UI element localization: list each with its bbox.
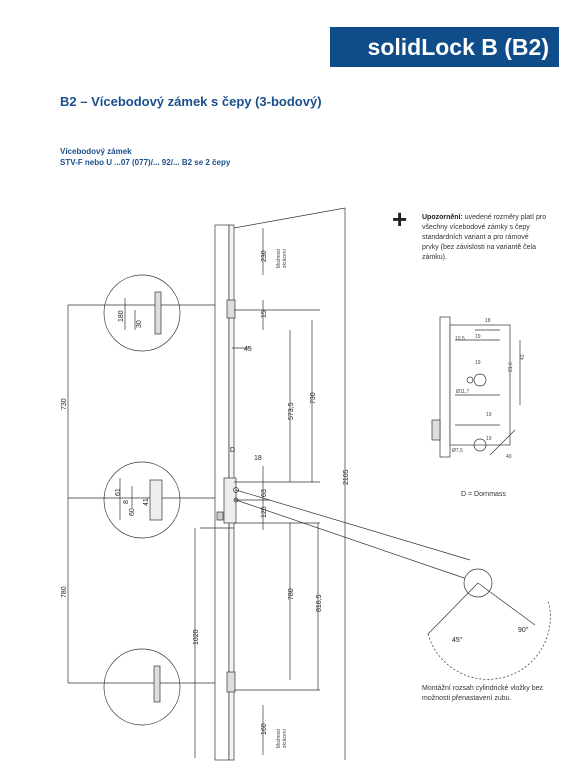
dim-730-left: 730 [61,398,68,410]
detail-21-6: 21,6 [508,362,514,372]
detail-circle-top [103,274,181,352]
dim-45: 45 [244,346,252,353]
angle-45: 45° [452,636,463,644]
warning-note: Upozornění: uvedené rozměry platí pro vš… [422,213,547,263]
dim-180: 180 [118,310,125,322]
dim-41: 41 [143,498,150,506]
detail-19d: 19 [486,436,492,442]
brand-banner: solidLock B (B2) [330,27,559,67]
dim-d: D [230,447,235,454]
dim-816: 816,5 [316,594,323,612]
dornmass-legend: D = Dornmass [461,491,506,498]
detail-circle-bottom [103,648,181,726]
dim-1020: 1020 [193,629,200,645]
dim-8: 8 [123,500,130,504]
cylinder-note: Montážní rozsah cylindrické vložky bez m… [422,685,543,702]
dim-230: 230 [261,250,268,262]
dim-780-left: 780 [61,586,68,598]
angle-90: 90° [518,626,529,634]
center-lock-body [223,477,237,524]
page-title: B2 – Vícebodový zámek s čepy (3-bodový) [60,94,322,109]
dim-2105: 2105 [343,469,350,485]
latch [216,511,224,521]
detail-10-5: 10,5 [455,336,465,342]
dim-573: 573,5 [288,402,295,420]
dim-160: 160 [261,723,268,735]
subtitle-line-2: STV-F nebo U ...07 (077)/... 92/... B2 s… [60,158,231,167]
possible-shortening-top: Možnost [276,248,282,268]
dim-60: 60 [129,508,136,516]
detail-19a: 19 [475,334,481,340]
detail-18: 18 [485,318,491,324]
detail-19c: 19 [486,412,492,418]
detail-43: 43 [520,354,526,360]
cylinder-hole [233,487,239,493]
dim-63: 63 [261,489,268,497]
plus-icon: + [392,204,408,234]
lock-case-detail [431,316,521,458]
warning-label: Upozornění: [422,214,463,221]
angle-arc [427,599,551,680]
upper-bolt [226,299,236,319]
warning-text: uvedené rozměry platí pro všechny vícebo… [422,214,547,261]
dim-730-right: 730 [310,392,317,404]
dim-61: 61 [115,488,122,496]
dim-15: 15 [261,310,268,318]
dim-780-right: 780 [288,588,295,600]
detail-7-5: Ø7,5 [452,448,463,454]
possible-shortening-bottom-2: zkrácení [282,728,288,748]
dim-30: 30 [136,320,143,328]
detail-40: 40 [506,454,512,460]
subtitle-line-1: Vícebodový zámek [60,147,132,156]
dim-125: 125 [261,506,268,518]
detail-11-7: Ø11,7 [456,389,469,395]
detail-circle-mid [103,461,181,539]
lower-bolt [226,671,236,693]
possible-shortening-top-2: zkrácení [282,248,288,268]
detail-19b: 19 [475,360,481,366]
dim-18: 18 [254,455,262,462]
possible-shortening-bottom: Možnost [276,728,282,748]
